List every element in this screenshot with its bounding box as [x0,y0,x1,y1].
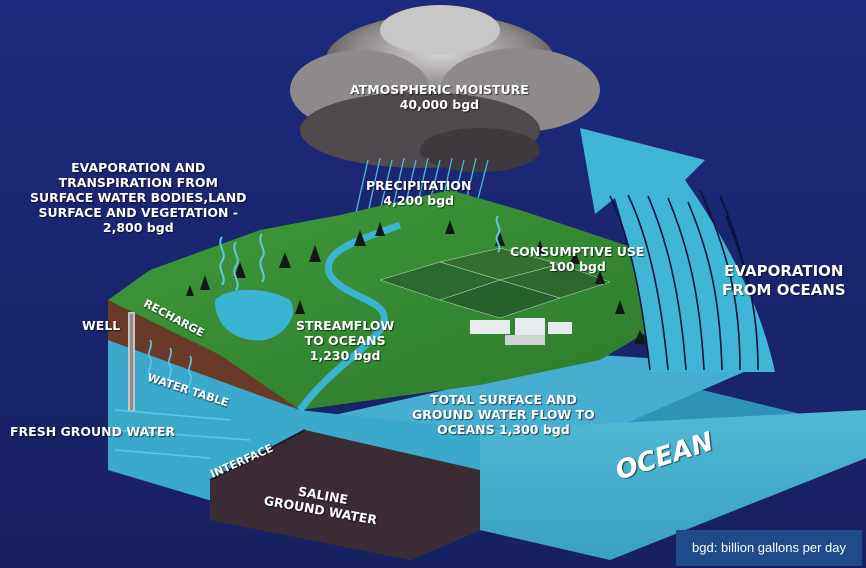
atmospheric-moisture-title: ATMOSPHERIC MOISTURE [350,82,529,97]
well-label-text: WELL [82,318,121,333]
precipitation-label: PRECIPITATION 4,200 bgd [366,178,472,208]
streamflow-label: STREAMFLOW TO OCEANS 1,230 bgd [296,318,394,363]
well-label: WELL [82,318,120,333]
evaporation-oceans-line-1: EVAPORATION [724,262,844,280]
recharge-arrows [148,339,192,393]
precipitation-title: PRECIPITATION [366,178,472,193]
ocean-top [290,355,760,430]
evapotranspiration-value: 2,800 bgd [102,220,174,235]
saline-aquifer [210,430,480,560]
ocean-front [480,410,866,560]
pond [215,289,294,341]
total-flow-line-2: GROUND WATER FLOW TO [412,407,595,422]
streamflow-value: 1,230 bgd [309,348,381,363]
streamflow-line-1: STREAMFLOW [296,318,395,333]
footnote: bgd: billion gallons per day [676,530,862,566]
cloud [290,5,600,172]
total-flow-line-1: TOTAL SURFACE AND [429,392,577,407]
groundwater-flow-arrows [114,409,251,459]
streamflow-line-2: TO OCEANS [304,333,386,348]
total-flow-line-3: OCEANS 1,300 bgd [437,422,570,437]
evaporation-from-oceans-label: EVAPORATION FROM OCEANS [722,262,846,300]
soil-layer [108,300,300,410]
evapotranspiration-line-3: SURFACE WATER BODIES,LAND [30,190,247,205]
buildings [470,318,572,345]
fresh-ground-water-text: FRESH GROUND WATER [10,424,175,439]
river [297,221,402,413]
fields [379,247,611,319]
total-flow-label: TOTAL SURFACE AND GROUND WATER FLOW TO O… [412,392,595,437]
ocean-evaporation-arrowhead [580,128,775,372]
well [128,312,135,412]
evapotranspiration-arrows [219,215,501,291]
fresh-ground-water-label: FRESH GROUND WATER [10,424,175,439]
evapotranspiration-line-1: EVAPORATION AND [71,160,206,175]
consumptive-use-label: CONSUMPTIVE USE 100 bgd [510,244,644,274]
evaporation-oceans-line-2: FROM OCEANS [722,281,846,299]
land-surface [108,190,670,410]
consumptive-use-value: 100 bgd [548,259,606,274]
evapotranspiration-line-2: TRANSPIRATION FROM [58,175,218,190]
consumptive-use-title: CONSUMPTIVE USE [510,244,645,259]
evapotranspiration-label: EVAPORATION AND TRANSPIRATION FROM SURFA… [30,160,247,235]
atmospheric-moisture-label: ATMOSPHERIC MOISTURE 40,000 bgd [350,82,529,112]
evapotranspiration-line-4: SURFACE AND VEGETATION - [38,205,239,220]
atmospheric-moisture-value: 40,000 bgd [399,97,480,112]
precipitation-value: 4,200 bgd [383,193,455,208]
